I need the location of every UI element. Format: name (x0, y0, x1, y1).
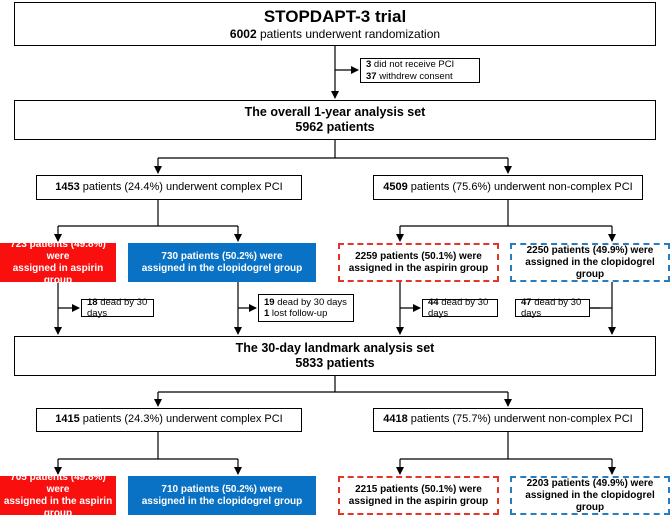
aspirin-arm-noncomplex-2: 2215 patients (50.1%) were assigned in t… (338, 476, 499, 515)
trial-title: STOPDAPT-3 trial (263, 6, 407, 26)
exclusion-box: 3 did not receive PCI 37 withdrew consen… (360, 58, 480, 83)
aspirin-arm-complex-1: 723 patients (49.8%) were assigned in as… (0, 239, 116, 286)
arm-line-1: 2259 patients (50.1%) were (355, 250, 482, 262)
noncomplex-pci-box-1: 4509 patients (75.6%) underwent non-comp… (373, 175, 643, 200)
trial-box: STOPDAPT-3 trial 6002 patients underwent… (14, 2, 656, 46)
arm-line-2: assigned in the clopidogrel group (525, 256, 655, 280)
arm-line-1: 2250 patients (49.9%) were (526, 244, 654, 256)
arm-line-1: 2203 patients (49.9%) were (526, 477, 654, 489)
noncomplex-pci-text-2: 4418 patients (75.7%) underwent non-comp… (383, 413, 633, 426)
aspirin-arm-complex-2: 705 patients (49.8%) were assigned in th… (0, 472, 116, 519)
clopidogrel-arm-noncomplex-1: 2250 patients (49.9%) were assigned in t… (510, 243, 670, 282)
noncomplex-pci-text-1: 4509 patients (75.6%) underwent non-comp… (383, 180, 633, 193)
arm-line-2: assigned in the aspirin group (348, 262, 489, 274)
dead-box-clopidogrel-noncomplex: 47 dead by 30 days (515, 296, 590, 319)
complex-pci-text-1: 1453 patients (24.4%) underwent complex … (55, 180, 283, 193)
overall-count: 5962 patients (295, 120, 375, 134)
landmark-title: The 30-day landmark analysis set (235, 341, 435, 355)
clopidogrel-arm-noncomplex-2: 2203 patients (49.9%) were assigned in t… (510, 476, 670, 515)
dead-text: 18 dead by 30 days (87, 296, 148, 319)
aspirin-arm-noncomplex-1: 2259 patients (50.1%) were assigned in t… (338, 243, 499, 282)
exclusion-withdrew: 37 withdrew consent (366, 70, 453, 82)
arm-line-2: assigned in the clopidogrel group (141, 495, 303, 507)
dead-box-aspirin-noncomplex: 44 dead by 30 days (422, 296, 498, 319)
arm-line-1: 723 patients (49.8%) were (10, 238, 106, 262)
complex-pci-box-2: 1415 patients (24.3%) underwent complex … (36, 408, 302, 432)
complex-pci-box-1: 1453 patients (24.4%) underwent complex … (36, 175, 302, 200)
exclusion-no-pci: 3 did not receive PCI (366, 59, 455, 71)
arm-line-1: 2215 patients (50.1%) were (355, 483, 482, 495)
clopidogrel-arm-complex-1: 730 patients (50.2%) were assigned in th… (128, 243, 316, 282)
dead-text: 44 dead by 30 days (428, 296, 489, 319)
noncomplex-pci-box-2: 4418 patients (75.7%) underwent non-comp… (373, 408, 643, 432)
overall-title: The overall 1-year analysis set (244, 105, 426, 119)
dead-box-clopidogrel-complex: 19 dead by 30 days 1 lost follow-up (258, 294, 354, 322)
lost-followup-text: 1 lost follow-up (264, 308, 328, 319)
arm-line-2: assigned in the aspirin group (348, 495, 489, 507)
arm-line-1: 710 patients (50.2%) were (161, 483, 283, 495)
dead-text: 47 dead by 30 days (521, 296, 582, 319)
complex-pci-text-2: 1415 patients (24.3%) underwent complex … (55, 413, 283, 426)
arm-line-2: assigned in aspirin group (12, 262, 104, 286)
dead-text: 19 dead by 30 days (264, 296, 347, 308)
overall-analysis-box: The overall 1-year analysis set 5962 pat… (14, 100, 656, 140)
landmark-count: 5833 patients (295, 356, 375, 370)
arm-line-2: assigned in the clopidogrel group (525, 489, 655, 513)
trial-randomization: 6002 patients underwent randomization (229, 27, 441, 41)
clopidogrel-arm-complex-2: 710 patients (50.2%) were assigned in th… (128, 476, 316, 515)
landmark-analysis-box: The 30-day landmark analysis set 5833 pa… (14, 336, 656, 376)
arm-line-1: 705 patients (49.8%) were (10, 471, 106, 495)
arm-line-2: assigned in the clopidogrel group (141, 262, 303, 274)
arm-line-2: assigned in the aspirin group (3, 495, 113, 519)
dead-box-aspirin-complex: 18 dead by 30 days (81, 296, 154, 319)
arm-line-1: 730 patients (50.2%) were (161, 250, 283, 262)
